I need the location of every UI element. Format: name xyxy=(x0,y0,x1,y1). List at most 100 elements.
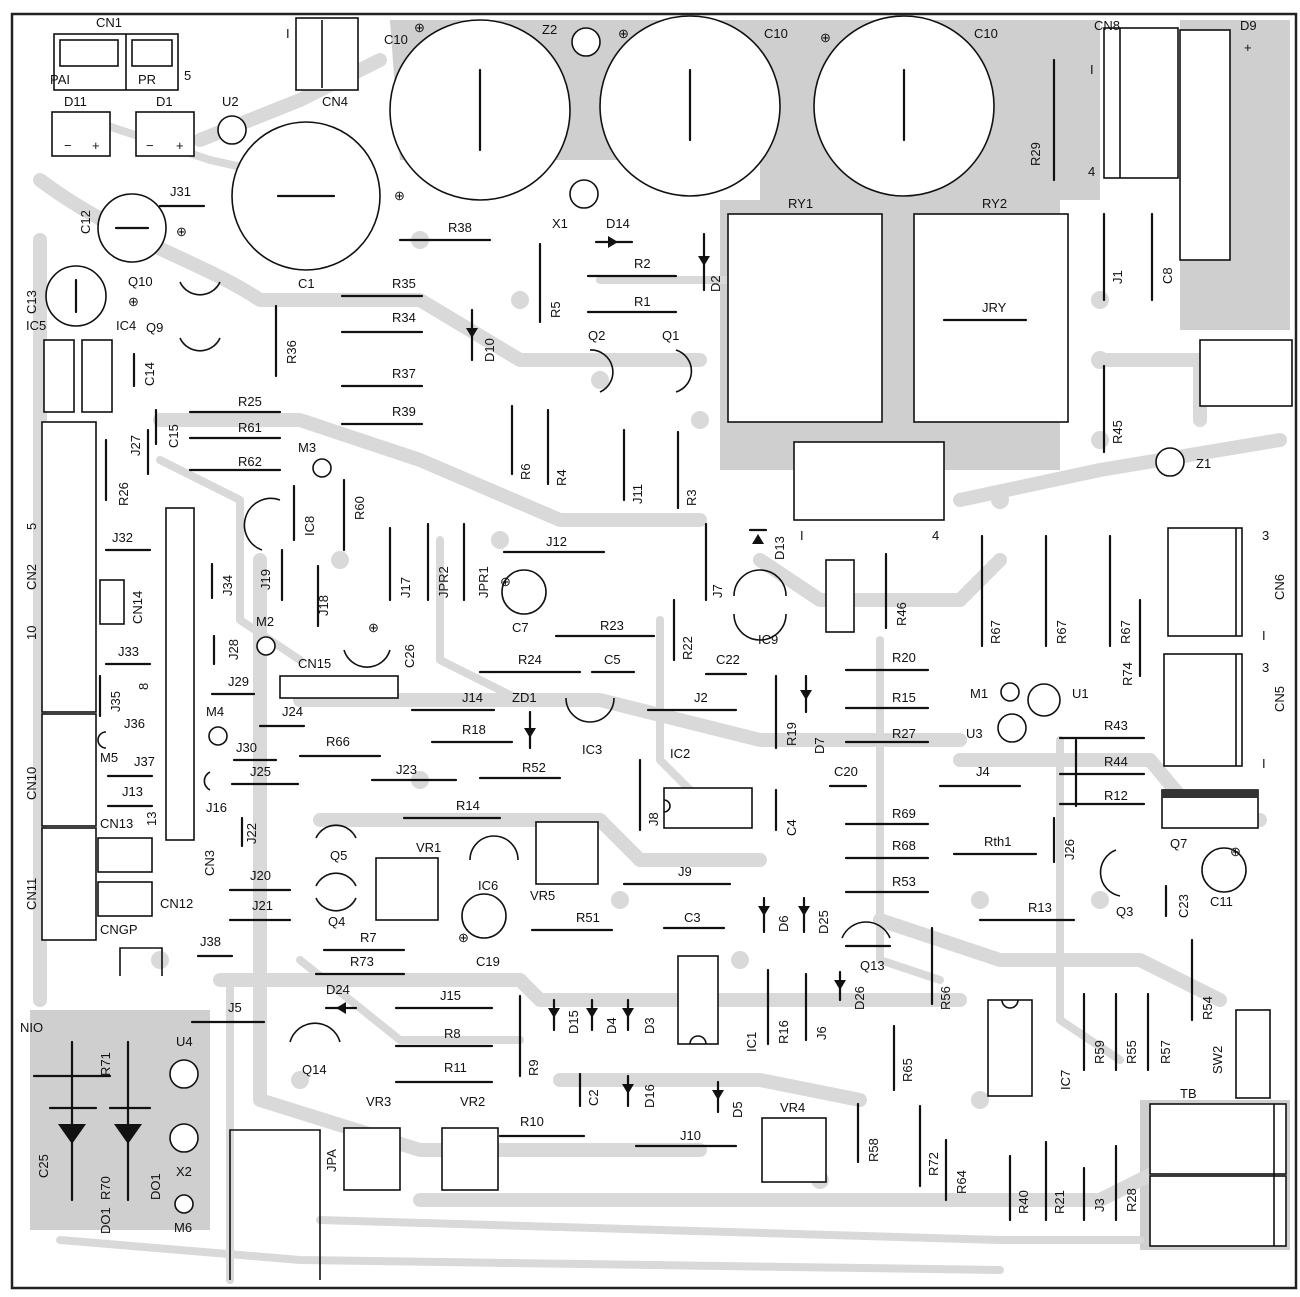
j9-label: J9 xyxy=(678,864,692,879)
j24-label: J24 xyxy=(282,704,303,719)
q13-label: Q13 xyxy=(860,958,885,973)
cn5-pin-1: I xyxy=(1262,756,1266,771)
j32-label: J32 xyxy=(112,530,133,545)
r5-label: R5 xyxy=(548,301,563,318)
ic6-label: IC6 xyxy=(478,878,498,893)
cn5-connector: CN5 3 I xyxy=(1163,653,1287,771)
r58-label: R58 xyxy=(866,1138,881,1162)
j22-label: J22 xyxy=(244,823,259,844)
r67-label-3: R67 xyxy=(1118,620,1133,644)
r62-label: R62 xyxy=(238,454,262,469)
d4-label: D4 xyxy=(604,1017,619,1034)
ic1-chip: IC1 xyxy=(677,955,759,1052)
j4-label: J4 xyxy=(976,764,990,779)
d13-label: D13 xyxy=(772,536,787,560)
ic8-label: IC8 xyxy=(302,516,317,536)
r66-label: R66 xyxy=(326,734,350,749)
ic7-chip: IC7 xyxy=(987,999,1073,1097)
r67-label-2: R67 xyxy=(1054,620,1069,644)
c19-capacitor: ⊕ C19 xyxy=(458,893,507,969)
j26-label: J26 xyxy=(1062,839,1077,860)
j27-label: J27 xyxy=(128,435,143,456)
ry-pin-right: 4 xyxy=(932,528,939,543)
j33-label: J33 xyxy=(118,644,139,659)
j25-label: J25 xyxy=(250,764,271,779)
cn1-pin-left: PAI xyxy=(50,72,70,87)
sw2-switch: SW2 xyxy=(1210,1009,1271,1099)
d6-diode: D6 xyxy=(758,896,791,934)
ic3-label: IC3 xyxy=(582,742,602,757)
ry-pin-left: I xyxy=(800,528,804,543)
r12-label: R12 xyxy=(1104,788,1128,803)
d1-bridge: −+ D1 xyxy=(135,94,195,157)
d6-label: D6 xyxy=(776,915,791,932)
nio-block: NIO R71 C25 R70 DO1 DO1 xyxy=(20,1020,163,1234)
r6-label: R6 xyxy=(518,463,533,480)
r73-label: R73 xyxy=(350,954,374,969)
svg-text:⊕: ⊕ xyxy=(176,224,187,239)
cn6-connector: CN6 3 I xyxy=(1167,527,1287,643)
j28-label: J28 xyxy=(226,639,241,660)
r7-label: R7 xyxy=(360,930,377,945)
m2-label: M2 xyxy=(256,614,274,629)
d3-label: D3 xyxy=(642,1017,657,1034)
vr1-label: VR1 xyxy=(416,840,441,855)
cn14-connector: CN14 xyxy=(99,579,145,625)
c14-label: C14 xyxy=(142,362,157,386)
d14-diode: D14 xyxy=(594,216,634,248)
d7-diode: D7 xyxy=(800,674,827,754)
r14-label: R14 xyxy=(456,798,480,813)
r71-label: R71 xyxy=(98,1052,113,1076)
c26-label: C26 xyxy=(402,644,417,668)
jpr1-label: JPR1 xyxy=(476,566,491,598)
r64-label: R64 xyxy=(954,1170,969,1194)
cn13-pin: 13 xyxy=(144,812,159,826)
r25-label: R25 xyxy=(238,394,262,409)
j30-label: J30 xyxy=(236,740,257,755)
c4-label: C4 xyxy=(784,819,799,836)
u1-label: U1 xyxy=(1072,686,1089,701)
c10-capacitor-1: C10 ⊕ xyxy=(384,19,571,201)
x2-label: X2 xyxy=(176,1164,192,1179)
ry2-relay: RY2 JRY xyxy=(913,196,1069,423)
d5-diode: D5 xyxy=(712,1080,745,1118)
cn14-label: CN14 xyxy=(130,591,145,624)
j38-label: J38 xyxy=(200,934,221,949)
cn10-connector: CN10 8 xyxy=(24,683,151,827)
r38-label: R38 xyxy=(448,220,472,235)
d24-diode: D24 xyxy=(324,982,358,1014)
c10-capacitor-2: C10 ⊕ xyxy=(599,15,788,197)
vr4-label: VR4 xyxy=(780,1100,805,1115)
x1-label: X1 xyxy=(552,216,568,231)
vr4-trimmer: VR4 xyxy=(761,1100,827,1183)
svg-text:⊕: ⊕ xyxy=(128,294,139,309)
cn8-pin-1: I xyxy=(1090,62,1094,77)
r8-label: R8 xyxy=(444,1026,461,1041)
cn1-label: CN1 xyxy=(96,15,122,30)
j31-label: J31 xyxy=(170,184,191,199)
svg-text:⊕: ⊕ xyxy=(618,26,629,41)
vr2-label: VR2 xyxy=(460,1094,485,1109)
z2-label: Z2 xyxy=(542,22,557,37)
c26-capacitor: ⊕ C26 xyxy=(343,620,417,668)
cn6-label: CN6 xyxy=(1272,574,1287,600)
j16-label: J16 xyxy=(206,800,227,815)
zd1-diode xyxy=(524,710,536,750)
c10-label-3: C10 xyxy=(974,26,998,41)
j18-label: J18 xyxy=(316,595,331,616)
c7-label: C7 xyxy=(512,620,529,635)
r72-label: R72 xyxy=(926,1152,941,1176)
j13-label: J13 xyxy=(122,784,143,799)
cn10-pin: 8 xyxy=(136,683,151,690)
d25-label: D25 xyxy=(816,910,831,934)
cn2-connector: CN2 5 10 xyxy=(24,421,97,713)
c7-capacitor: ⊕ C7 xyxy=(500,569,547,635)
j7-label: J7 xyxy=(710,584,725,598)
zd1-label: ZD1 xyxy=(512,690,537,705)
r16-label: R16 xyxy=(776,1020,791,1044)
r28-label: R28 xyxy=(1124,1188,1139,1212)
d16-diode: D16 xyxy=(622,1074,657,1108)
r43-label: R43 xyxy=(1104,718,1128,733)
